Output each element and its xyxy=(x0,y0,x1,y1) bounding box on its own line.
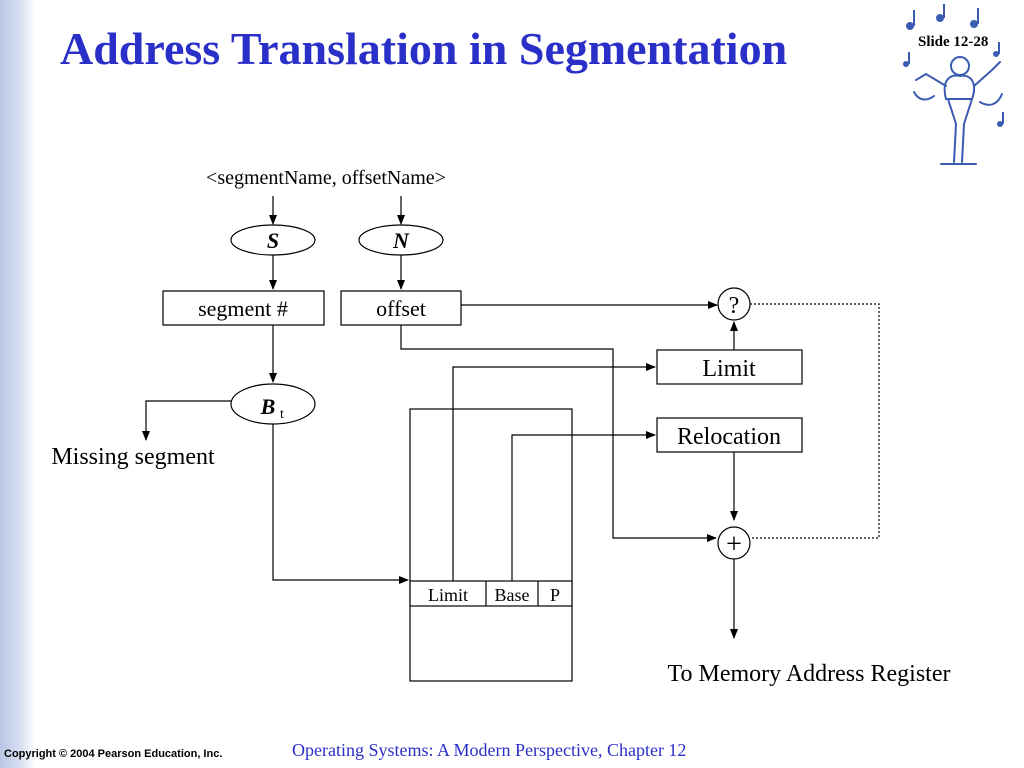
segment-number-label: segment # xyxy=(198,296,288,321)
slide-number: Slide 12-28 xyxy=(918,34,989,50)
relocation-register-label: Relocation xyxy=(677,424,781,450)
n-symbol: N xyxy=(392,228,410,253)
limit-register-label: Limit xyxy=(702,356,756,382)
book-footer: Operating Systems: A Modern Perspective,… xyxy=(292,740,687,760)
arrow-bt-to-table xyxy=(272,424,409,584)
segment-number-box: segment # xyxy=(162,290,325,326)
dotted-compare-to-adder xyxy=(750,303,880,539)
arrow-table-limit-to-register xyxy=(452,363,656,581)
missing-segment-label: Missing segment xyxy=(51,444,215,470)
s-node: S xyxy=(230,224,316,256)
output-label: To Memory Address Register xyxy=(668,661,951,687)
arrow-offset-to-adder xyxy=(400,325,717,542)
relocation-register-box: Relocation xyxy=(656,417,803,453)
compare-node: ? xyxy=(717,287,751,321)
compare-symbol: ? xyxy=(729,293,740,319)
arrow-table-base-to-relocation xyxy=(511,431,656,581)
offset-label: offset xyxy=(376,296,426,321)
limit-register-box: Limit xyxy=(656,349,803,385)
bt-node: B t xyxy=(230,383,316,425)
n-node: N xyxy=(358,224,444,256)
adder-symbol: + xyxy=(726,529,742,560)
bt-symbol: B xyxy=(260,394,276,419)
table-limit-label: Limit xyxy=(428,585,468,605)
side-gradient-bar xyxy=(0,0,36,768)
input-label: <segmentName, offsetName> xyxy=(206,167,446,189)
adder-node: + xyxy=(717,526,751,560)
arrow-bt-to-missing xyxy=(142,400,231,441)
table-base-label: Base xyxy=(495,585,530,605)
segment-table: Limit Base P xyxy=(409,408,573,682)
slide-title: Address Translation in Segmentation xyxy=(60,23,788,74)
copyright-text: Copyright © 2004 Pearson Education, Inc. xyxy=(4,748,223,760)
musician-logo-icon xyxy=(903,4,1004,165)
s-symbol: S xyxy=(267,228,279,253)
table-p-label: P xyxy=(550,585,560,605)
offset-box: offset xyxy=(340,290,462,326)
bt-subscript: t xyxy=(280,407,284,422)
